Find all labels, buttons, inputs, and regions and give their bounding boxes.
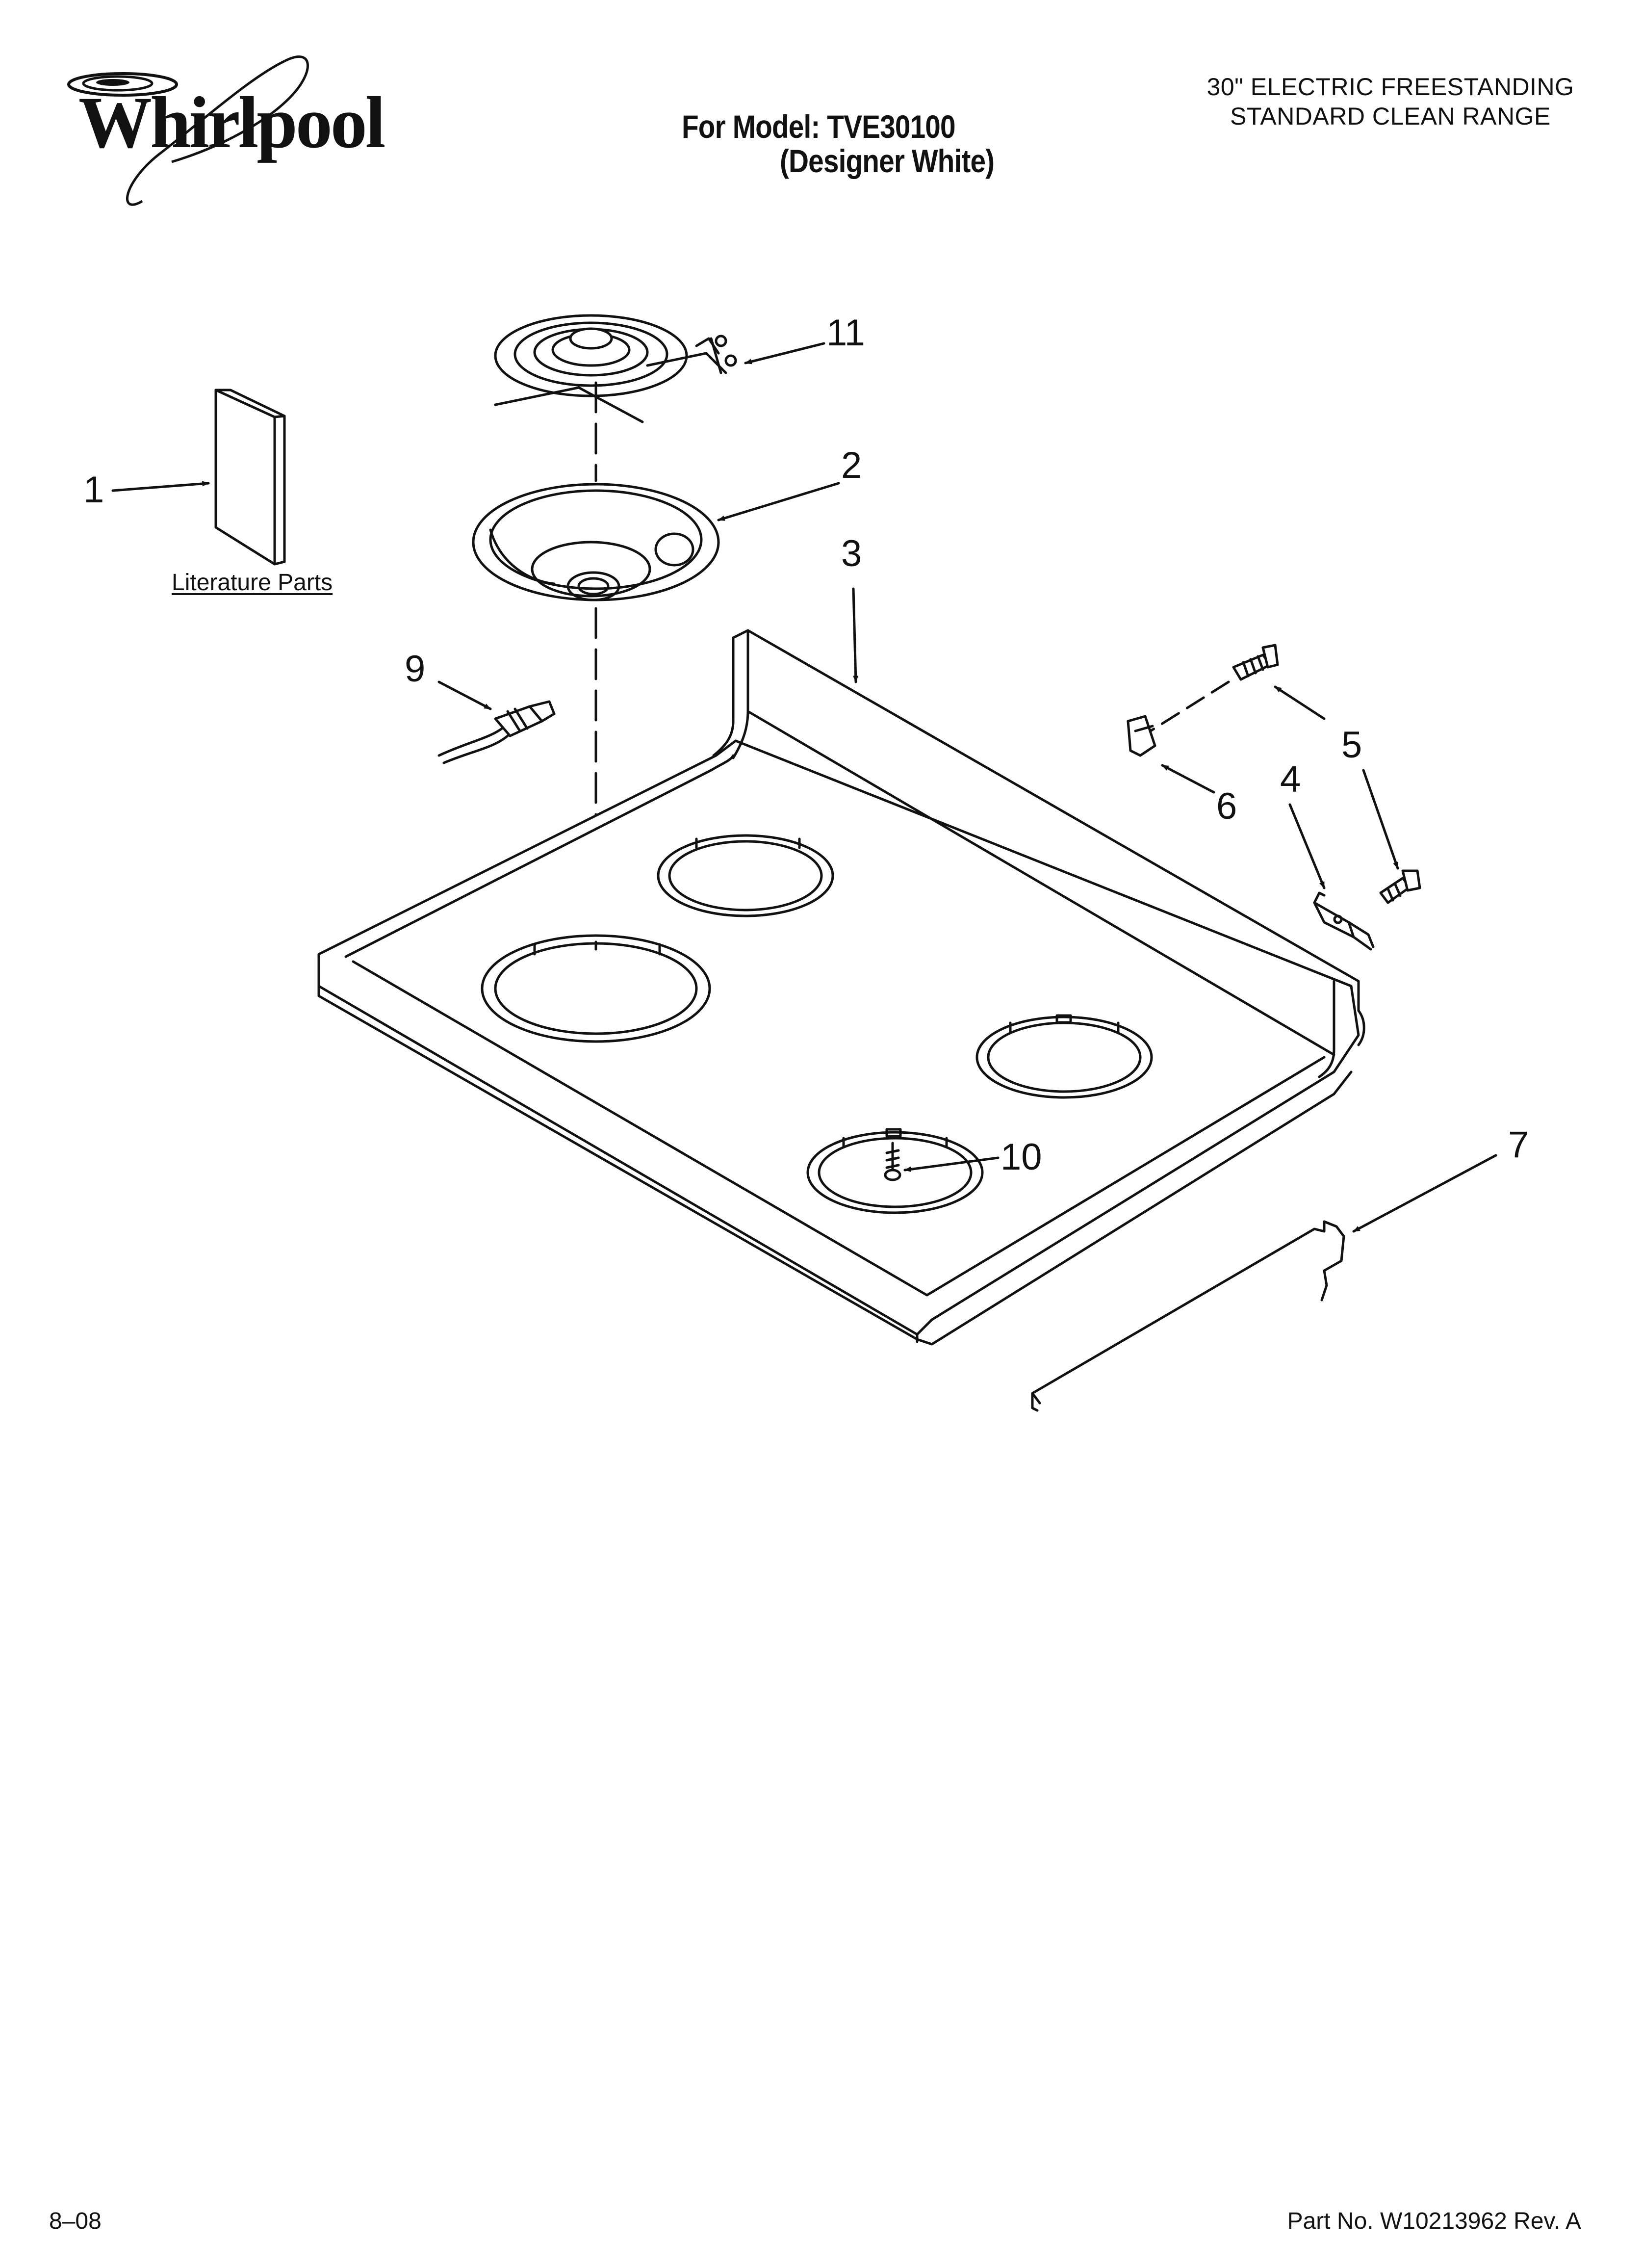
callout-1: 1	[83, 469, 104, 511]
burner-opening-front-right	[806, 1128, 984, 1214]
cooktop	[317, 629, 1365, 1346]
burner-opening-front-left	[481, 934, 711, 1043]
callout-10: 10	[1001, 1136, 1042, 1178]
whirlpool-logo: Whirlpool	[59, 54, 387, 216]
callout-6: 6	[1216, 785, 1237, 827]
mounting-clip	[1127, 715, 1156, 757]
bracket-part-4	[1313, 891, 1375, 951]
screw-part-5-lower	[1379, 869, 1421, 904]
document-title-line-1: 30" ELECTRIC FREESTANDING	[1206, 73, 1574, 101]
literature-parts-label: Literature Parts	[172, 570, 333, 596]
svg-text:Whirlpool: Whirlpool	[78, 82, 385, 163]
model-variant: (Designer White)	[780, 143, 995, 179]
screw-part-10	[884, 1142, 901, 1181]
screw-part-5-upper	[1232, 644, 1279, 681]
literature-booklet	[214, 389, 286, 566]
retainer-rod	[1031, 1220, 1345, 1412]
surface-element-coil	[494, 314, 737, 423]
callout-3: 3	[841, 533, 862, 574]
callout-11: 11	[826, 312, 865, 354]
callout-7: 7	[1508, 1124, 1529, 1166]
callout-5: 5	[1341, 724, 1362, 766]
burner-opening-rear-right	[975, 1014, 1153, 1099]
part-number: Part No. W10213962 Rev. A	[1287, 2208, 1581, 2234]
callout-4: 4	[1280, 758, 1301, 800]
terminal-block	[437, 700, 556, 764]
revision-date: 8–08	[49, 2208, 102, 2234]
drip-bowl	[472, 483, 720, 601]
model-label: For Model: TVE30100	[682, 108, 956, 145]
burner-opening-rear-left	[657, 834, 834, 917]
callout-9: 9	[405, 648, 426, 690]
document-title-line-2: STANDARD CLEAN RANGE	[1230, 103, 1551, 130]
callout-2: 2	[841, 444, 862, 486]
